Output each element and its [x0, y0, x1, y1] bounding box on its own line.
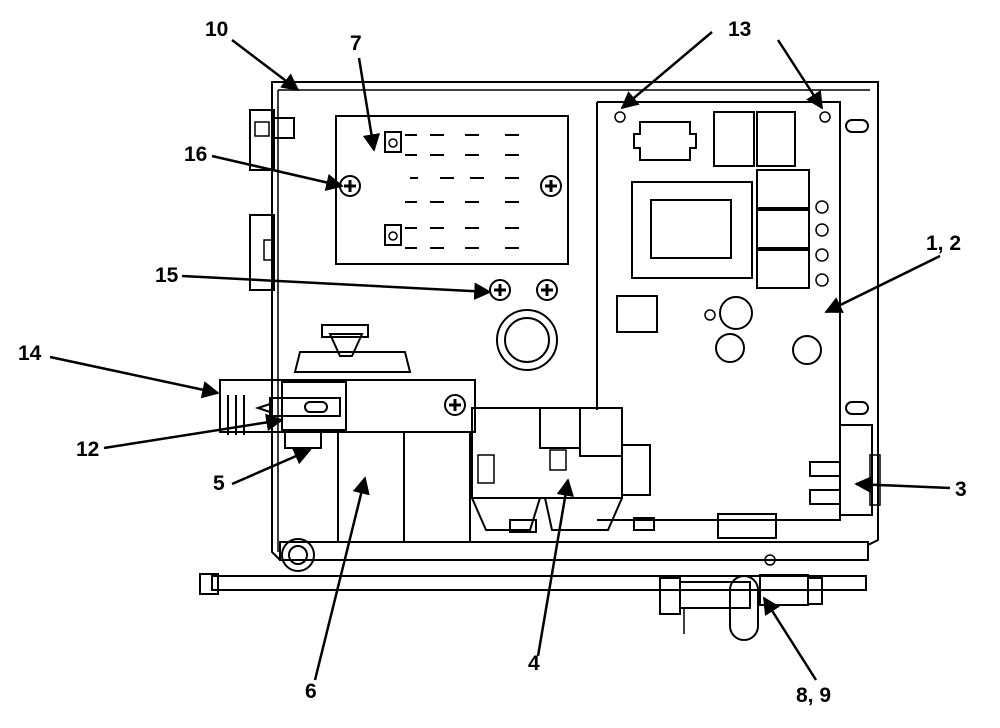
callout-13: 13: [728, 18, 751, 41]
relay-assembly: [471, 407, 777, 566]
callout-4: 4: [528, 652, 540, 675]
callout-16: 16: [184, 143, 207, 166]
knob-assembly: [659, 574, 823, 641]
callout-10: 10: [205, 18, 228, 41]
callout-8-9: 8, 9: [796, 684, 831, 707]
actuator-bracket: [219, 324, 476, 543]
mounting-screws: [488, 278, 559, 371]
callout-12: 12: [76, 438, 99, 461]
callout-15: 15: [155, 264, 179, 287]
callout-5: 5: [213, 472, 225, 495]
callout-7: 7: [350, 32, 362, 55]
callout-14: 14: [18, 342, 42, 365]
screw-icon: [488, 278, 512, 302]
circuit-card: [335, 115, 569, 265]
callout-3: 3: [955, 478, 967, 501]
callout-labels: 10 7 13 16 1, 2 15 14 12 5 3 6 4 8, 9: [18, 18, 967, 707]
screw-icon: [535, 278, 559, 302]
screw-icon: [443, 393, 467, 417]
callout-6: 6: [305, 680, 317, 703]
chassis-plate: [249, 81, 879, 561]
bottom-rail: [199, 538, 869, 595]
power-board: [596, 101, 841, 521]
connector: [809, 424, 881, 516]
screw-icon: [539, 174, 563, 198]
screw-icon: [338, 174, 362, 198]
callout-1-2: 1, 2: [926, 232, 961, 255]
leader-lines: [49, 31, 951, 681]
